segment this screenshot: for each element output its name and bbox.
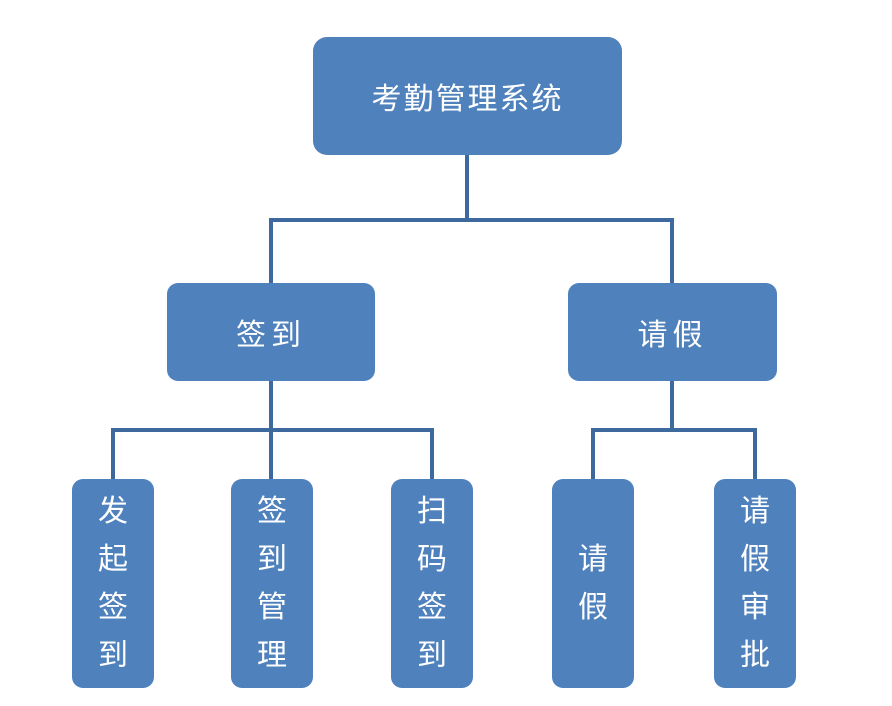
node-sign-in: 签到 xyxy=(167,283,375,381)
connector-sign-in-bar xyxy=(111,428,434,432)
node-leave: 请假 xyxy=(568,283,777,381)
connector-leave-stem xyxy=(670,381,674,432)
node-attendance-system-label: 考勤管理系统 xyxy=(371,82,564,117)
connector-root-stem xyxy=(465,155,469,222)
node-initiate-sign-in-label: 发起签到 xyxy=(98,493,128,673)
node-leave-request: 请假 xyxy=(552,479,634,688)
connector-drop-scan-code xyxy=(430,428,434,479)
node-attendance-system: 考勤管理系统 xyxy=(313,37,622,155)
connector-drop-leave-approval xyxy=(753,428,757,479)
connector-leave-bar xyxy=(591,428,757,432)
node-scan-code-sign-in: 扫码签到 xyxy=(391,479,473,688)
node-leave-approval-label: 请假审批 xyxy=(740,493,770,673)
connector-drop-leave xyxy=(670,218,674,283)
node-initiate-sign-in: 发起签到 xyxy=(72,479,154,688)
node-leave-approval: 请假审批 xyxy=(714,479,796,688)
node-sign-in-management-label: 签到管理 xyxy=(257,493,287,673)
node-scan-code-sign-in-label: 扫码签到 xyxy=(417,493,447,673)
connector-level1-bar xyxy=(269,218,674,222)
node-leave-label: 请假 xyxy=(637,318,708,353)
connector-drop-initiate xyxy=(111,428,115,479)
node-leave-request-label: 请假 xyxy=(578,541,608,625)
node-sign-in-management: 签到管理 xyxy=(231,479,313,688)
connector-drop-sign-in xyxy=(269,218,273,283)
node-sign-in-label: 签到 xyxy=(236,318,306,353)
connector-drop-leave-request xyxy=(591,428,595,479)
